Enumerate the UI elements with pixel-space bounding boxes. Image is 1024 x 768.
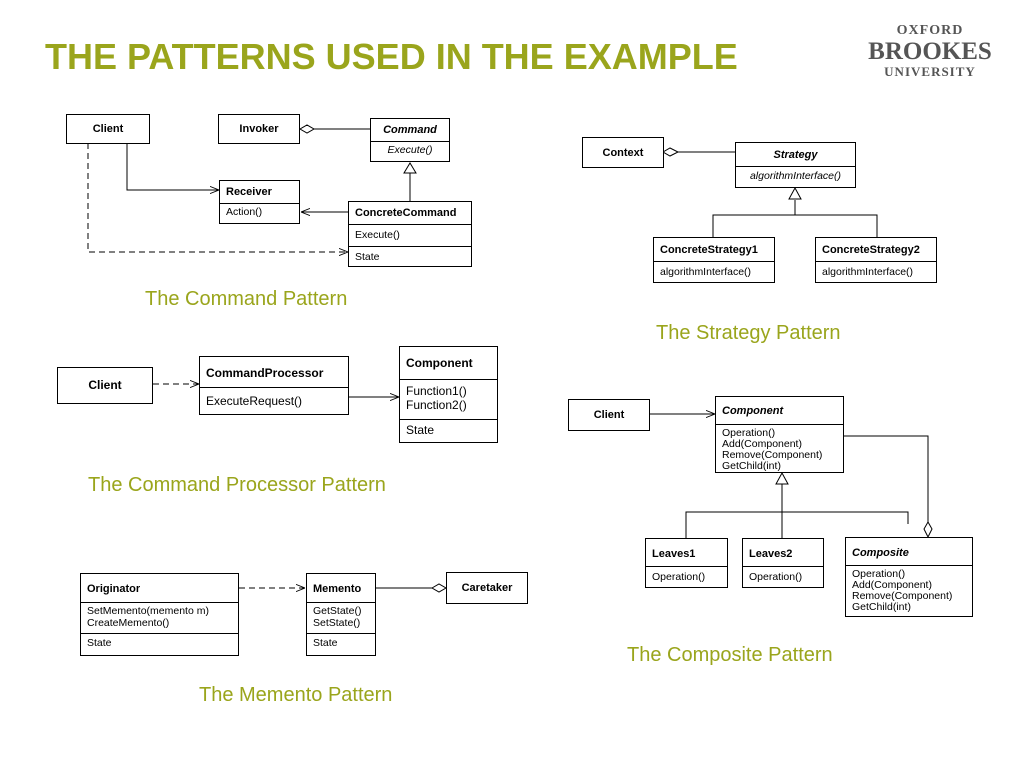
memento-caption: The Memento Pattern (199, 684, 393, 706)
cmd-invoker-box: Invoker (218, 114, 300, 144)
cmd-concrete-name: ConcreteCommand (355, 207, 457, 219)
comp-client-label: Client (593, 409, 625, 421)
mem-originator-op1: SetMemento(memento m) (87, 605, 209, 617)
cmd-invoker-label: Invoker (239, 123, 279, 135)
composite-aggregation-line (844, 435, 929, 522)
cp-component-op2: Function2() (406, 397, 467, 412)
cp-client-box: Client (57, 367, 153, 404)
mem-originator-box: Originator SetMemento(memento m) CreateM… (80, 573, 239, 656)
logo-line-1: OXFORD (896, 23, 964, 38)
cp-component-op1: Function1() (406, 384, 467, 398)
comp-composite-op-0: Operation() (852, 568, 906, 580)
mem-memento-name: Memento (313, 583, 362, 595)
cmd-receiver-box: Receiver Action() (219, 180, 300, 224)
client-concrete-dashed-link (87, 143, 348, 252)
comp-leaves1-name: Leaves1 (652, 548, 696, 560)
strat-cs1-box: ConcreteStrategy1 algorithmInterface() (653, 237, 775, 283)
comp-composite-name: Composite (852, 547, 909, 559)
cp-processor-name: CommandProcessor (206, 366, 324, 380)
cmd-concrete-box: ConcreteCommand Execute() State (348, 201, 472, 267)
cp-client-label: Client (88, 378, 122, 392)
comp-client-box: Client (568, 399, 650, 431)
cmd-command-op: Execute() (371, 141, 449, 160)
strat-context-label: Context (602, 147, 644, 159)
strategy-caption: The Strategy Pattern (656, 322, 841, 344)
strat-strategy-name: Strategy (773, 149, 818, 161)
strat-cs2-op: algorithmInterface() (816, 261, 936, 282)
logo-line-3: UNIVERSITY (884, 64, 976, 79)
caretaker-diamond (430, 583, 448, 593)
strat-cs1-name: ConcreteStrategy1 (660, 244, 758, 256)
mem-memento-state: State (307, 633, 375, 653)
cp-component-box: Component Function1() Function2() State (399, 346, 498, 443)
cmd-receiver-name: Receiver (226, 186, 272, 198)
strat-strategy-op: algorithmInterface() (736, 166, 855, 186)
composite-inherit-tree (685, 484, 909, 538)
strategy-inherit-triangle (788, 186, 802, 200)
strat-cs1-op: algorithmInterface() (654, 261, 774, 282)
comp-leaves1-op: Operation() (646, 566, 727, 587)
mem-originator-name: Originator (87, 583, 141, 595)
context-diamond (661, 147, 680, 157)
comp-component-op-1: Add(Component) (722, 438, 802, 451)
mem-caretaker-box: Caretaker (446, 572, 528, 604)
mem-originator-state: State (81, 633, 238, 653)
strat-strategy-box: Strategy algorithmInterface() (735, 142, 856, 188)
cmd-client-box: Client (66, 114, 150, 144)
composite-caption: The Composite Pattern (627, 644, 833, 666)
university-logo: OXFORD BROOKES UNIVERSITY (868, 23, 992, 79)
strat-context-box: Context (582, 137, 664, 168)
comp-leaves1-box: Leaves1 Operation() (645, 538, 728, 588)
component-inherit-triangle (775, 471, 789, 485)
cp-component-state: State (400, 419, 497, 440)
cmd-command-box: Command Execute() (370, 118, 450, 162)
cmd-client-label: Client (92, 123, 124, 135)
client-receiver-link (126, 143, 219, 190)
comp-leaves2-box: Leaves2 Operation() (742, 538, 824, 588)
page-title: THE PATTERNS USED IN THE EXAMPLE (45, 36, 738, 77)
cp-processor-op: ExecuteRequest() (200, 387, 348, 411)
cp-component-name: Component (406, 356, 473, 370)
comp-composite-op-2: Remove(Component) (852, 590, 953, 603)
processor-caption: The Command Processor Pattern (88, 474, 386, 496)
comp-component-op-0: Operation() (722, 427, 776, 439)
strat-cs2-name: ConcreteStrategy2 (822, 244, 920, 256)
comp-composite-box: Composite Operation() Add(Component) Rem… (845, 537, 973, 617)
mem-memento-op1: GetState() (313, 605, 362, 617)
cmd-concrete-op: Execute() (349, 224, 471, 246)
logo-line-2: BROOKES (868, 38, 992, 65)
comp-leaves2-op: Operation() (743, 566, 823, 587)
mem-originator-op2: CreateMemento() (87, 616, 170, 629)
mem-memento-op2: SetState() (313, 616, 361, 629)
composite-diamond (923, 520, 933, 539)
comp-component-box: Component Operation() Add(Component) Rem… (715, 396, 844, 473)
mem-caretaker-label: Caretaker (461, 582, 513, 594)
comp-leaves2-name: Leaves2 (749, 548, 793, 560)
cp-processor-box: CommandProcessor ExecuteRequest() (199, 356, 349, 415)
cmd-concrete-state: State (349, 246, 471, 267)
comp-composite-op-3: GetChild(int) (852, 601, 911, 614)
mem-memento-box: Memento GetState() SetState() State (306, 573, 376, 656)
cmd-receiver-op: Action() (220, 203, 299, 222)
strategy-inherit-tree (712, 200, 878, 237)
comp-component-name: Component (722, 405, 784, 417)
comp-composite-op-1: Add(Component) (852, 579, 932, 592)
cmd-command-name: Command (383, 124, 437, 136)
comp-component-op-2: Remove(Component) (722, 449, 823, 462)
comp-component-op-3: GetChild(int) (722, 460, 781, 473)
strat-cs2-box: ConcreteStrategy2 algorithmInterface() (815, 237, 937, 283)
command-caption: The Command Pattern (145, 288, 348, 310)
invoker-diamond (298, 124, 316, 134)
command-inherit-triangle (403, 162, 417, 174)
